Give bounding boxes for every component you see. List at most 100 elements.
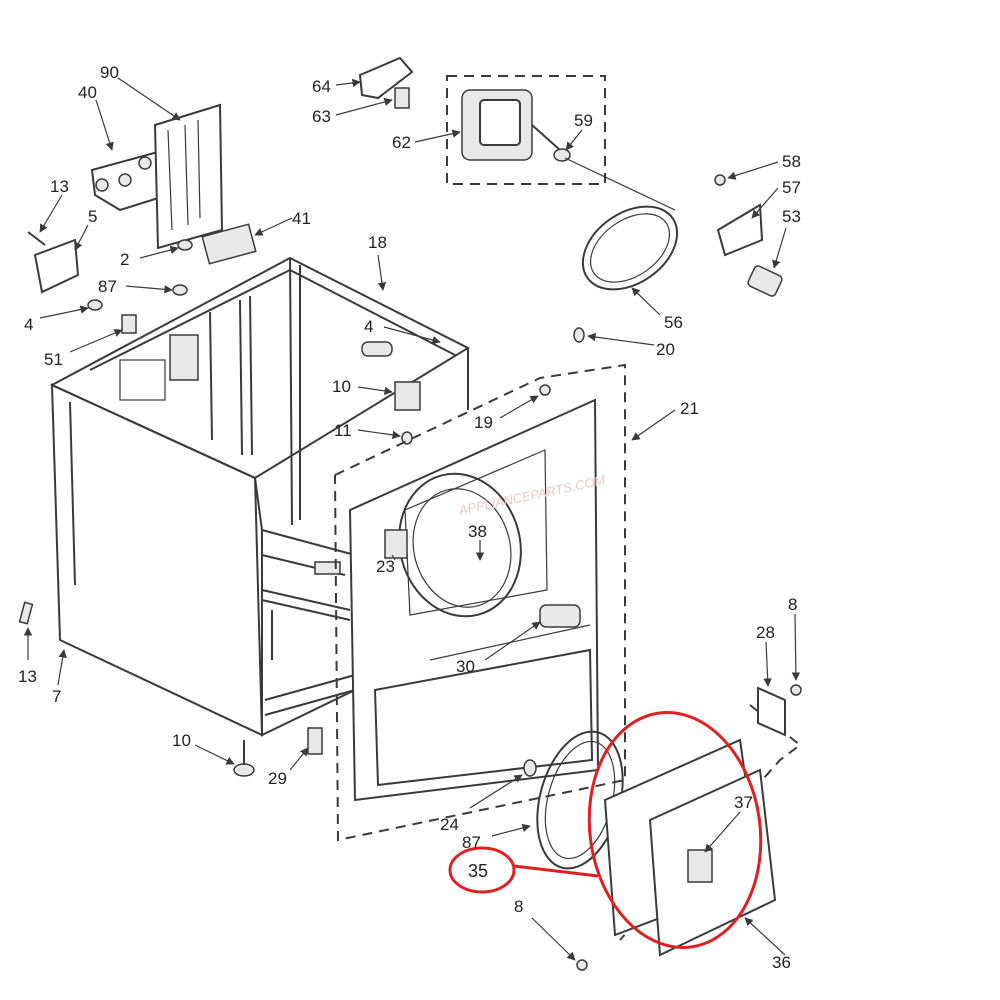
leader-21 [631, 409, 676, 441]
rear-cutout [119, 359, 166, 401]
upper-right-parts [358, 56, 783, 297]
leader-10b [194, 744, 235, 765]
leader-87a [125, 285, 173, 294]
callout-28: 28 [756, 623, 775, 642]
side-clip [18, 601, 34, 625]
leader-41 [254, 217, 293, 236]
leader-4b [383, 326, 441, 345]
part-51-clip [121, 314, 137, 334]
leader-2 [139, 245, 179, 259]
callout-35: 35 [468, 861, 488, 881]
callout-7: 7 [52, 687, 61, 706]
callout-36: 36 [772, 953, 791, 972]
leader-18 [377, 254, 387, 291]
rear-rib-1 [239, 299, 243, 456]
leader-28 [763, 641, 772, 687]
callout-59: 59 [574, 111, 593, 130]
part-90-wire [167, 129, 173, 231]
part-38-seal-inner [412, 488, 512, 608]
highlight-label-circle [448, 846, 516, 894]
callout-10-lower: 10 [172, 731, 191, 750]
callout-2: 2 [120, 250, 129, 269]
callout-5: 5 [88, 207, 97, 226]
part-35-highlight: 35 [448, 711, 763, 949]
part-90-wire-3 [197, 119, 201, 219]
callout-63: 63 [312, 107, 331, 126]
leader-30 [484, 621, 541, 661]
leader-36 [744, 917, 786, 956]
middle-parts [361, 327, 585, 445]
part-21-opening [404, 449, 548, 616]
callout-4-left: 4 [24, 315, 33, 334]
belt-path [564, 157, 676, 211]
part-8-screw-lower [576, 959, 588, 971]
leader-24 [469, 774, 523, 809]
callout-11: 11 [334, 421, 352, 440]
left-panel-seam [69, 401, 76, 586]
callout-56: 56 [664, 313, 683, 332]
callout-90: 90 [100, 63, 119, 82]
part-8-screw [790, 684, 802, 696]
leveling-foot [233, 763, 255, 777]
leader-51 [69, 329, 123, 353]
callout-53: 53 [782, 207, 801, 226]
callout-58: 58 [782, 152, 801, 171]
leader-62 [414, 129, 461, 143]
base-rail-4 [264, 689, 356, 716]
upper-left-parts [27, 103, 257, 334]
base-bracket [314, 561, 341, 575]
leader-10a [357, 386, 393, 396]
callout-38: 38 [468, 522, 487, 541]
leader-59 [565, 129, 583, 151]
rear-corner-left [289, 257, 293, 526]
callout-8-lower: 8 [514, 897, 523, 916]
part-21-lower-panel [373, 648, 594, 787]
callout-20: 20 [656, 340, 675, 359]
part-53-roller [747, 265, 783, 297]
part-30-bracket [539, 604, 581, 628]
callout-41: 41 [292, 209, 311, 228]
callout-30: 30 [456, 657, 475, 676]
part-24-bumper [523, 759, 537, 777]
front-post [254, 477, 263, 531]
leader-37 [704, 811, 741, 853]
part-21-group-box [334, 363, 626, 842]
part-64-switch [358, 56, 414, 100]
callout-19: 19 [474, 413, 493, 432]
leader-23 [391, 554, 396, 561]
part-28-hinge [757, 686, 786, 737]
rear-rib-2 [249, 295, 253, 456]
leader-90 [117, 77, 181, 121]
leader-4a [39, 305, 89, 319]
motor-group-box [446, 75, 606, 185]
part-40-hole-2 [118, 173, 132, 187]
part-41-block [201, 223, 257, 265]
callout-13-upper: 13 [50, 177, 69, 196]
callout-4-mid: 4 [364, 317, 373, 336]
base-rail-3 [264, 674, 356, 701]
leader-87b [491, 823, 531, 837]
part-20-screw [573, 327, 585, 343]
leader-13a [39, 194, 63, 233]
leader-lines [23, 77, 801, 961]
motor-shaft [531, 124, 561, 151]
leader-8b [531, 917, 576, 961]
leader-53 [772, 227, 787, 269]
part-57-bracket [716, 203, 764, 257]
cabinet-left-panel [50, 383, 264, 737]
part-37-handle [687, 849, 713, 883]
cabinet-top-inner [89, 268, 456, 371]
part-40-hole [95, 178, 109, 192]
part-56-belt [581, 205, 679, 291]
callout-51: 51 [44, 350, 63, 369]
part-62-motor-body [479, 99, 521, 146]
callout-labels: 90 40 13 5 41 2 87 4 51 64 63 62 59 58 5… [18, 63, 801, 972]
callout-8-upper: 8 [788, 595, 797, 614]
leader-5 [74, 224, 89, 251]
part-90-plate [153, 103, 224, 250]
callout-29: 29 [268, 769, 287, 788]
callout-18: 18 [368, 233, 387, 252]
callout-23: 23 [376, 557, 395, 576]
